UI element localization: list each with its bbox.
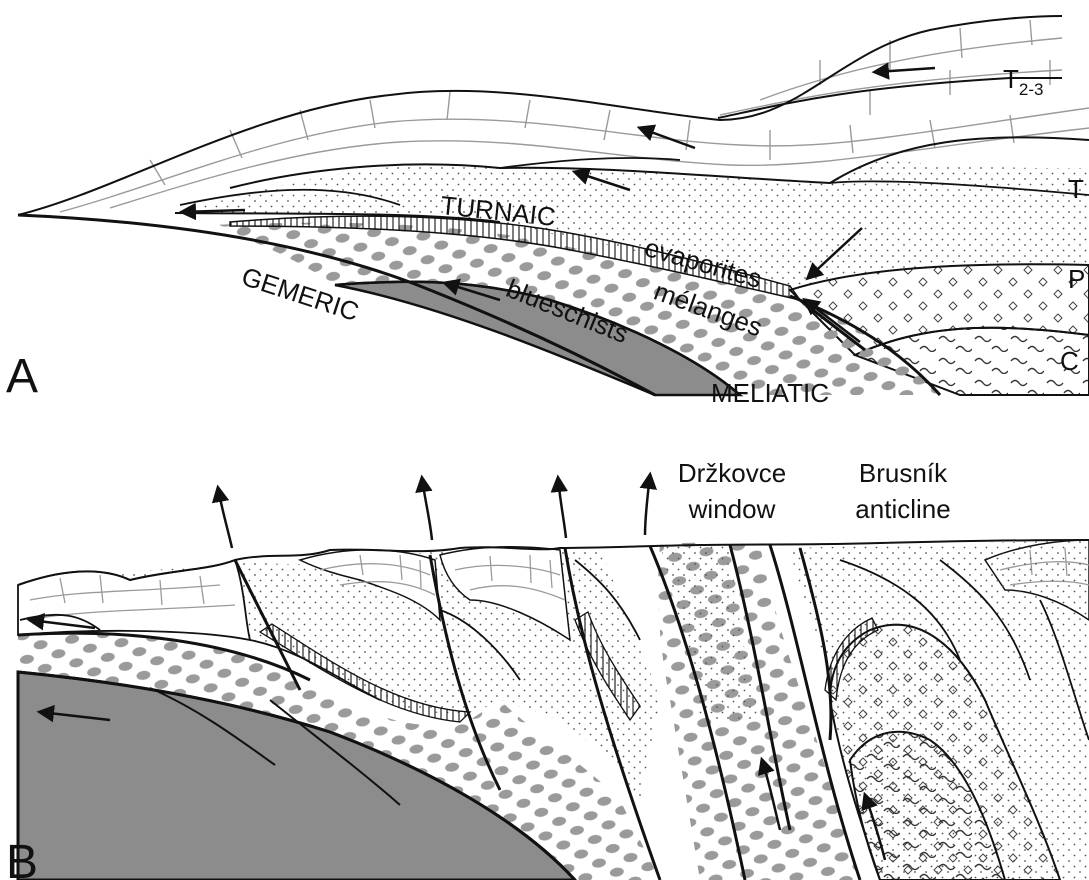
c-label: C	[1060, 346, 1079, 376]
panel-label-b: B	[6, 836, 38, 880]
meliatic-label: MELIATIC	[711, 378, 829, 408]
p-label: P	[1068, 264, 1085, 294]
drzkovce-label-1: Držkovce	[678, 458, 786, 488]
section-b: Držkovce window Brusník anticline B	[6, 458, 1089, 880]
section-a: TURNAIC GEMERIC evaporites mélanges blue…	[6, 16, 1089, 408]
t1-label: T	[1068, 174, 1084, 204]
drzkovce-label-2: window	[688, 494, 776, 524]
t23-sub: 2-3	[1019, 80, 1044, 99]
brusnik-label-1: Brusník	[859, 458, 948, 488]
panel-label-a: A	[6, 350, 38, 403]
brusnik-label-2: anticline	[855, 494, 950, 524]
t23-main: T	[1003, 64, 1019, 94]
uplift-arrows-b	[218, 475, 650, 548]
